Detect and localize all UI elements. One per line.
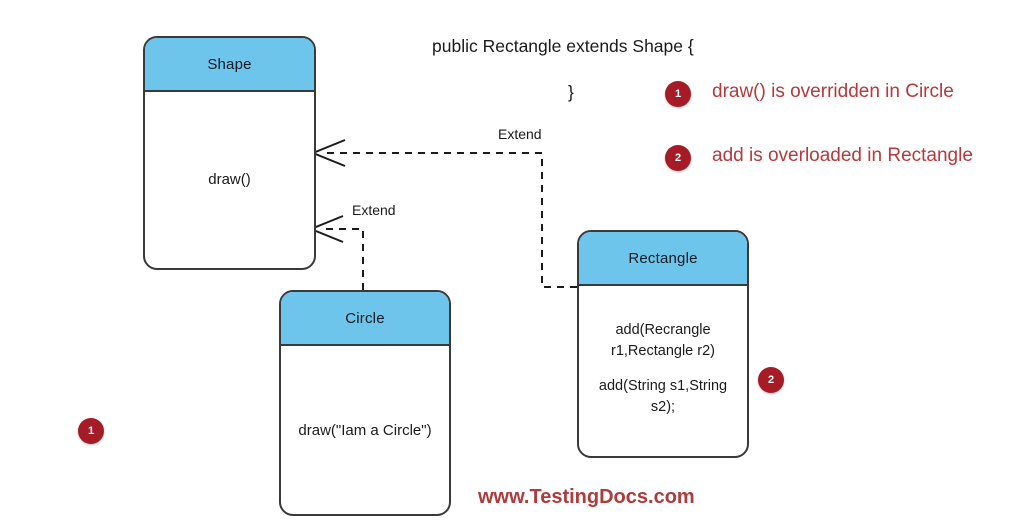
- code-snippet-line-1: public Rectangle extends Shape {: [432, 36, 694, 56]
- class-box-rectangle[interactable]: Rectangle add(Recrangle r1,Rectangle r2)…: [577, 230, 749, 458]
- class-member-shape-draw: draw(): [208, 171, 251, 189]
- class-body-circle: draw("Iam a Circle"): [281, 346, 449, 514]
- class-header-shape: Shape: [145, 38, 314, 92]
- class-box-shape[interactable]: Shape draw(): [143, 36, 316, 270]
- relation-label-circle-extend: Extend: [352, 202, 396, 218]
- class-body-rectangle: add(Recrangle r1,Rectangle r2) add(Strin…: [579, 286, 747, 456]
- connector-circle-to-shape: [308, 215, 364, 290]
- legend-text-1: draw() is overridden in Circle: [712, 81, 954, 102]
- legend-text-2: add is overloaded in Rectangle: [712, 145, 973, 166]
- class-member-rectangle-add-string: add(String s1,String s2);: [598, 378, 728, 416]
- class-member-circle-draw: draw("Iam a Circle"): [298, 422, 432, 439]
- class-body-shape: draw(): [145, 92, 314, 268]
- class-member-rectangle-add-rect: add(Recrangle r1,Rectangle r2): [611, 322, 715, 360]
- class-name-shape: Shape: [207, 55, 252, 73]
- marker-badge-2: 2: [758, 367, 784, 393]
- class-header-rectangle: Rectangle: [579, 232, 747, 286]
- relation-label-rectangle-extend: Extend: [498, 126, 542, 142]
- class-name-circle: Circle: [345, 309, 385, 327]
- legend-badge-2: 2: [665, 145, 691, 171]
- code-snippet-line-2: }: [568, 82, 574, 102]
- class-header-circle: Circle: [281, 292, 449, 346]
- class-name-rectangle: Rectangle: [628, 249, 698, 267]
- class-box-circle[interactable]: Circle draw("Iam a Circle"): [279, 290, 451, 516]
- legend-badge-1: 1: [665, 81, 691, 107]
- site-url: www.TestingDocs.com: [478, 486, 695, 508]
- marker-badge-1: 1: [78, 418, 104, 444]
